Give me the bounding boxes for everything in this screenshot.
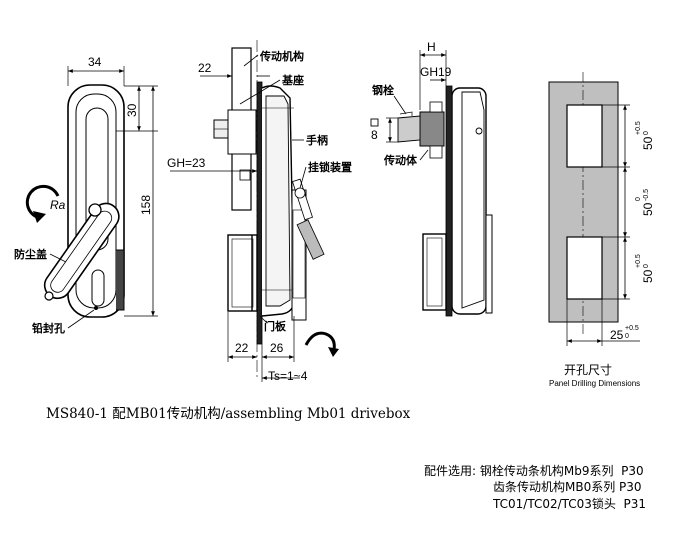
cutout-tol-bot-upper: +0.5 [635, 254, 642, 268]
third-rear-box [422, 233, 447, 311]
door-panel [256, 81, 263, 345]
cutout-tol-mid-lower: -0.5 [643, 189, 650, 201]
front-width-dim: 34 [88, 55, 102, 69]
label-seal-hole: 铅封孔 [32, 321, 65, 335]
third-dim-gh19: GH19 [420, 65, 452, 79]
third-handle-rear [485, 214, 493, 314]
steel-bolt [397, 115, 421, 143]
label-door-panel: 门板 [264, 319, 287, 333]
cutout-view: 50 +0.5 0 50 0 -0.5 50 +0.5 0 25 +0.5 0 … [548, 72, 655, 388]
square-symbol [370, 118, 379, 127]
front-lower-slot [91, 269, 105, 307]
third-door-panel [445, 85, 453, 317]
accessories-line-1: 配件选用: 钢栓传动条机构Mb9系列 P30 [424, 464, 644, 478]
seal-hole [94, 306, 98, 310]
front-height-dim: 158 [139, 195, 153, 215]
side-dim-ts: Ts=1~4 [268, 369, 308, 383]
side-dim-22-bottom: 22 [235, 341, 249, 355]
label-handle: 手柄 [306, 133, 328, 147]
cutout-tol-top-lower: 0 [643, 131, 650, 135]
third-view: H GH19 8 钢栓 传动体 [370, 40, 493, 317]
side-dim-26: 26 [270, 341, 284, 355]
handle-profile [265, 95, 291, 307]
label-drive-body: 传动体 [383, 153, 418, 167]
label-dust-cover: 防尘盖 [14, 247, 47, 261]
label-base: 基座 [281, 73, 304, 87]
cutout-tol-bot-lower: 0 [643, 264, 650, 268]
cutout-tol-25-upper: +0.5 [625, 325, 639, 332]
cutout-tol-25-lower: 0 [625, 333, 629, 340]
front-top-dim: 30 [125, 103, 139, 117]
cutout-tol-top-upper: +0.5 [635, 121, 642, 135]
label-bolt: 钢栓 [372, 83, 394, 97]
label-drive-mechanism: 传动机构 [259, 49, 304, 63]
side-dim-22-top: 22 [198, 61, 212, 75]
drive-bar-cap [239, 169, 251, 181]
cutout-top [566, 104, 603, 168]
label-hook-device: 挂锁装置 [308, 160, 352, 174]
drive-bar-bracket [227, 109, 257, 155]
front-view: 34 30 158 Ra 防尘盖 铅封孔 [14, 55, 158, 335]
rotation-label: Ra [50, 198, 66, 212]
handle-end-hole [44, 291, 54, 301]
side-view: 22 GH=23 22 26 Ts=1~4 传动机构 基座 手柄 挂锁装置 门板 [167, 40, 352, 383]
turn-arrow-icon [304, 331, 336, 351]
side-dim-gh: GH=23 [167, 156, 206, 170]
leader-seal-hole [67, 309, 95, 329]
third-body [451, 87, 487, 315]
cutout-tol-mid-upper: 0 [635, 197, 642, 201]
front-back-plate [116, 249, 125, 311]
hook-device [291, 178, 325, 321]
cutout-dim-25: 25 [610, 328, 624, 342]
leader-dust-cover [49, 253, 67, 263]
figure-caption: MS840-1 配MB01传动机构/assembling Mb01 driveb… [46, 406, 411, 422]
third-dim-h: H [427, 40, 436, 54]
accessories-line-3: TC01/TC02/TC03锁头 P31 [493, 497, 647, 511]
handle-pivot [88, 203, 102, 217]
third-dim-square: 8 [371, 128, 378, 142]
rotation-arrow-icon [25, 184, 60, 220]
drive-body [419, 111, 445, 147]
turn-arrowhead-icon [328, 347, 339, 357]
cutout-title-en: Panel Drilling Dimensions [549, 379, 640, 388]
accessories-line-2: 齿条传动机构MB0系列 P30 [493, 480, 642, 494]
cutout-title-cn: 开孔尺寸 [564, 363, 612, 377]
cutout-bottom [566, 236, 603, 300]
rotation-arrowhead-icon [33, 211, 46, 223]
cutout-dim-50-top: 50 [641, 136, 655, 150]
third-pivot [475, 127, 483, 135]
cutout-dim-50-bottom: 50 [641, 269, 655, 283]
cutout-dim-50-mid: 50 [641, 202, 655, 216]
